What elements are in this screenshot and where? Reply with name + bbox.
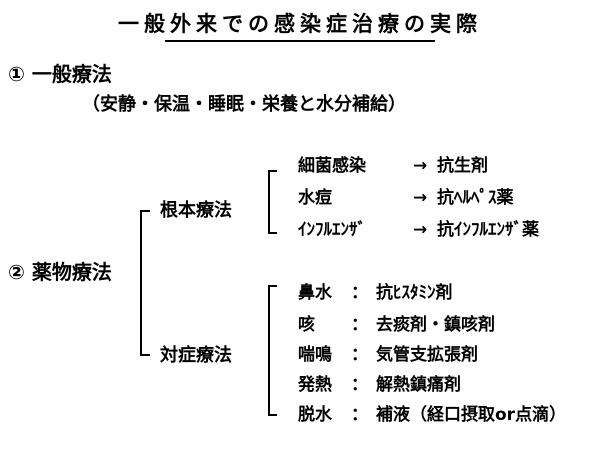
group-label-causal: 根本療法 xyxy=(160,200,232,221)
causal-bracket-vertical xyxy=(268,170,270,234)
causal-bracket-bottom xyxy=(268,232,277,234)
symptom-treatment: 解熱鎮痛剤 xyxy=(376,375,461,395)
group-label-symptomatic: 対症療法 xyxy=(160,345,232,366)
symptom-treatment: 去痰剤・鎮咳剤 xyxy=(376,315,495,335)
section-drug-therapy: ② 薬物療法 xyxy=(8,260,112,284)
symptomatic-bracket-vertical xyxy=(268,285,270,416)
symptom-name: 脱水 xyxy=(298,405,332,425)
page-title: 一般外来での感染症治療の実際 xyxy=(118,12,482,36)
symptom-name: 喘鳴 xyxy=(298,345,332,365)
symptom-treatment: 気管支拡張剤 xyxy=(376,345,478,365)
symptom-name: 咳 xyxy=(298,315,315,335)
symptom-name: 鼻水 xyxy=(298,283,332,303)
main-bracket-bottom xyxy=(140,354,150,356)
symptom-name: 発熱 xyxy=(298,375,332,395)
causal-item-arrow: → xyxy=(413,156,428,176)
causal-bracket-top xyxy=(268,170,277,172)
causal-item-treatment: 抗ｲﾝﾌﾙｴﾝｻﾞ薬 xyxy=(437,220,539,240)
symptom-treatment: 抗ﾋｽﾀﾐﾝ剤 xyxy=(376,283,453,303)
symptom-treatment: 補液（経口摂取or点滴） xyxy=(376,405,567,425)
causal-item-name: 細菌感染 xyxy=(298,156,366,176)
symptomatic-bracket-top xyxy=(268,285,277,287)
causal-item-treatment: 抗ﾍﾙﾍﾟｽ薬 xyxy=(437,188,514,208)
symptom-separator: ： xyxy=(351,375,368,395)
causal-item-treatment: 抗生剤 xyxy=(437,156,488,176)
title-underline xyxy=(165,40,435,42)
causal-item-name: 水痘 xyxy=(298,188,332,208)
causal-item-arrow: → xyxy=(413,220,428,240)
causal-item-arrow: → xyxy=(413,188,428,208)
symptom-separator: ： xyxy=(351,405,368,425)
main-bracket-top xyxy=(140,210,150,212)
symptom-separator: ： xyxy=(351,283,368,303)
symptom-separator: ： xyxy=(351,345,368,365)
main-bracket-vertical xyxy=(140,210,142,356)
causal-item-name: ｲﾝﾌﾙｴﾝｻﾞ xyxy=(298,220,366,240)
general-therapy-note: （安静・保温・睡眠・栄養と水分補給） xyxy=(82,94,406,115)
section-general-therapy: ① 一般療法 xyxy=(8,62,112,86)
symptom-separator: ： xyxy=(351,315,368,335)
symptomatic-bracket-bottom xyxy=(268,414,277,416)
